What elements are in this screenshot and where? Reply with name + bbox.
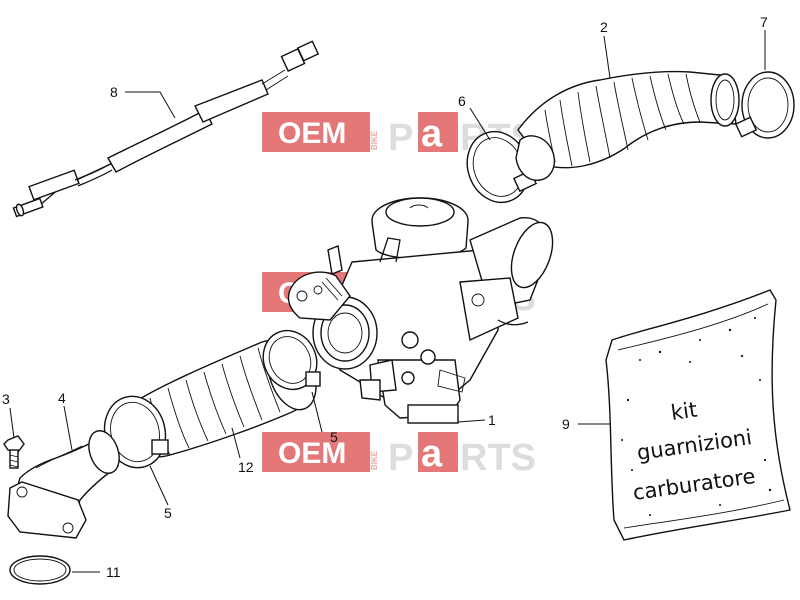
leader-lines bbox=[9, 30, 766, 573]
callout-9: 9 bbox=[562, 416, 570, 432]
leader-12 bbox=[231, 427, 241, 459]
leader-5a bbox=[311, 391, 323, 433]
part-7-hose-clamp bbox=[734, 71, 795, 139]
watermark-a-text: a bbox=[421, 433, 443, 475]
part-2-intake-hose bbox=[517, 70, 740, 169]
bag-texture-dots bbox=[621, 317, 772, 516]
watermark-rts-text: RTS bbox=[460, 437, 536, 479]
part-9-gasket-kit-bag: kit guarnizioni carburatore bbox=[605, 289, 791, 541]
watermark-a-block bbox=[418, 432, 458, 472]
leader-8 bbox=[125, 91, 176, 119]
part-3-screw bbox=[3, 435, 25, 469]
watermark-red-block bbox=[262, 112, 370, 152]
callout-11: 11 bbox=[106, 564, 121, 580]
leader-2 bbox=[603, 35, 611, 79]
callout-3: 3 bbox=[2, 391, 10, 407]
callout-6: 6 bbox=[458, 93, 466, 109]
leader-4 bbox=[63, 405, 73, 451]
hose-cuff-left bbox=[515, 135, 556, 181]
part-11-o-ring bbox=[9, 555, 71, 585]
callout-1: 1 bbox=[488, 412, 496, 428]
leader-1 bbox=[457, 419, 486, 423]
leader-6 bbox=[469, 107, 491, 141]
watermark-red-block bbox=[262, 432, 370, 472]
leader-3 bbox=[9, 407, 15, 439]
watermark-bottom: OEM BIKE P a RTS bbox=[262, 432, 536, 479]
watermark-p-text: P bbox=[388, 437, 413, 479]
watermark-oem-text: OEM bbox=[278, 437, 346, 470]
kit-label-line1: kit bbox=[669, 398, 698, 425]
callout-12: 12 bbox=[238, 459, 254, 475]
callout-8: 8 bbox=[110, 84, 118, 100]
part-5-hose-clamp-right bbox=[262, 329, 321, 391]
watermark-p-text: P bbox=[388, 117, 413, 159]
leader-5b bbox=[149, 465, 169, 506]
part-4-intake-manifold bbox=[7, 430, 120, 539]
callout-4: 4 bbox=[58, 390, 66, 406]
watermark-oem-text: OEM bbox=[278, 117, 346, 150]
part-6-hose-clamp bbox=[466, 130, 538, 204]
watermark-bike-text: BIKE bbox=[370, 130, 379, 150]
watermark-a-block bbox=[418, 112, 458, 152]
part-11-o-ring-inner bbox=[13, 558, 67, 582]
callout-labels: 8 2 7 6 1 3 4 5 5 12 9 11 bbox=[2, 14, 768, 580]
callout-5-right: 5 bbox=[330, 429, 338, 445]
callout-2: 2 bbox=[600, 19, 608, 35]
watermark-a-text: a bbox=[421, 113, 443, 155]
part-1-carburettor bbox=[287, 197, 554, 424]
callout-5-left: 5 bbox=[164, 505, 172, 521]
callout-7: 7 bbox=[760, 14, 768, 30]
part-8-choke-cable bbox=[12, 40, 320, 218]
watermark-bike-text: BIKE bbox=[370, 450, 379, 470]
